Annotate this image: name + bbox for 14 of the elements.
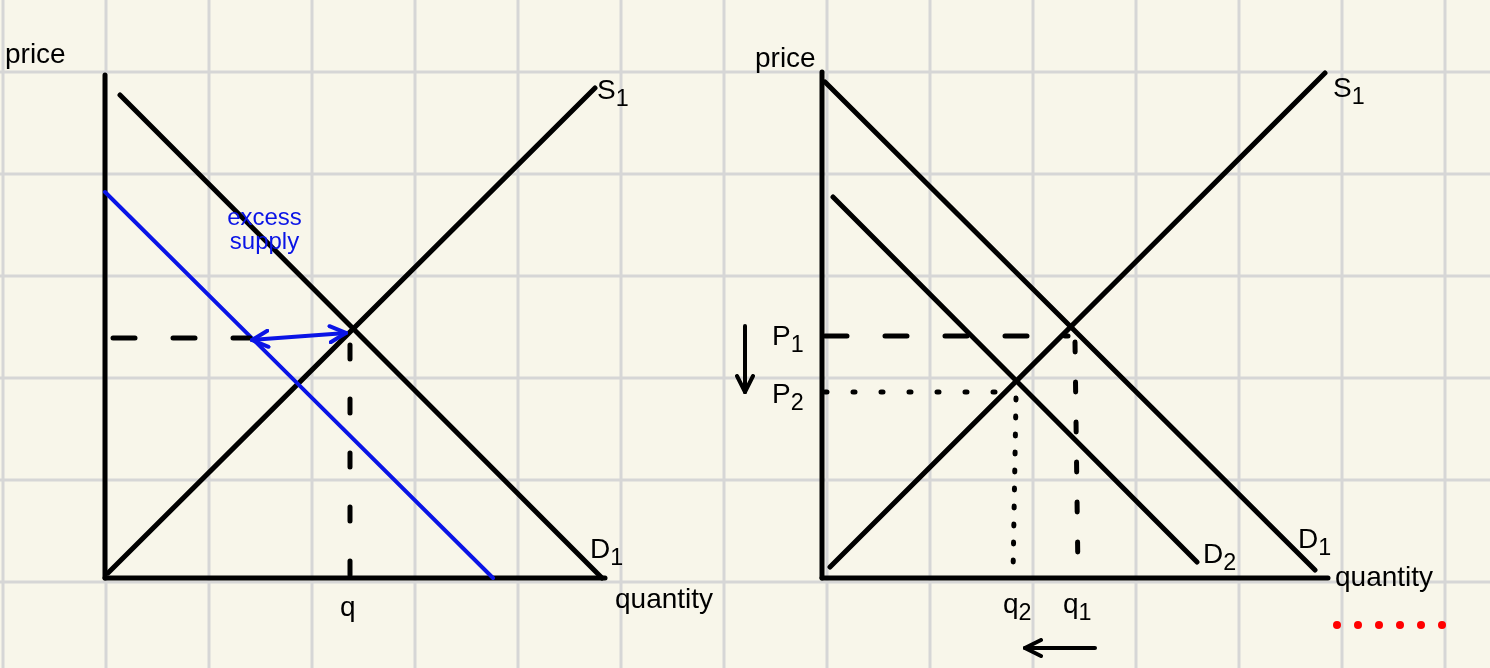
tick-label: P$_{2}$ [772,380,804,414]
tick-label: q [340,593,356,621]
curve-label: S$_{1}$ [597,76,629,110]
tick-label: q$_{2}$ [1003,590,1032,624]
tick-label: q$_{1}$ [1063,590,1092,624]
curve-label: D$_{1}$ [1298,525,1332,559]
curve-label: D$_{2}$ [1203,540,1237,574]
tick-label: P$_{1}$ [772,322,804,356]
axis-label: quantity [1335,563,1434,591]
axis-label: price [5,40,66,68]
axis-label: quantity [615,585,714,613]
curve-label: S$_{1}$ [1333,74,1365,108]
axis-label: price [755,44,816,72]
curve-label: D$_{1}$ [590,535,624,569]
